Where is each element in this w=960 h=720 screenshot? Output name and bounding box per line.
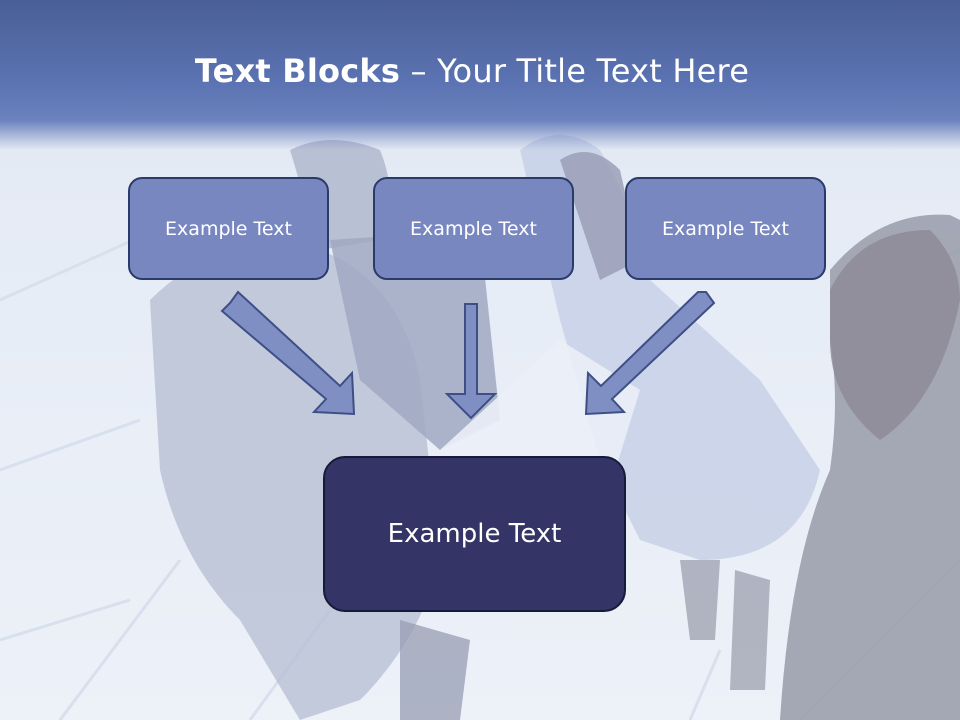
text-block-1[interactable]: Example Text: [128, 177, 329, 280]
title-dash: –: [410, 52, 438, 90]
title-bold: Text Blocks: [194, 52, 401, 90]
arrow-left: [220, 290, 356, 416]
title-rest: Your Title Text Here: [437, 52, 750, 90]
text-block-2[interactable]: Example Text: [373, 177, 574, 280]
header-band: [0, 0, 960, 150]
target-block[interactable]: Example Text: [323, 456, 626, 612]
text-block-2-label: Example Text: [410, 217, 537, 240]
text-block-3[interactable]: Example Text: [625, 177, 826, 280]
arrow-middle: [444, 303, 498, 420]
arrow-right: [584, 291, 716, 416]
page-title: Text Blocks – Your Title Text Here: [0, 52, 944, 90]
target-block-label: Example Text: [387, 519, 562, 549]
text-block-3-label: Example Text: [662, 217, 789, 240]
text-block-1-label: Example Text: [165, 217, 292, 240]
